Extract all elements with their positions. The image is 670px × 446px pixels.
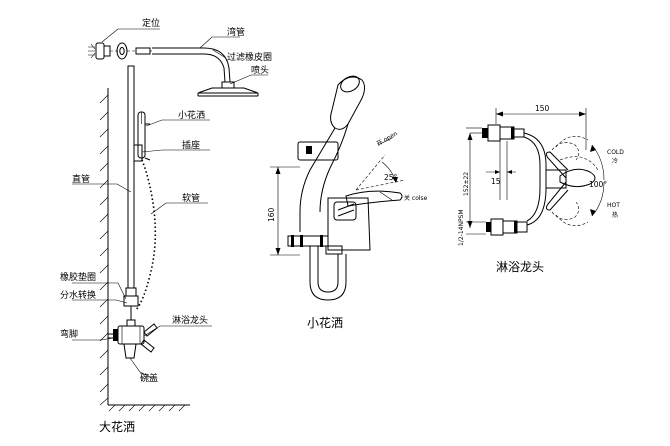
riser-pipe <box>125 65 137 297</box>
label-hose: 软管 <box>182 192 200 204</box>
label-angle-25: 25° <box>384 173 398 182</box>
dim-spacing: 152±22 <box>463 172 470 196</box>
leader-lines <box>72 28 268 379</box>
big-shower-diagram: 定位 湾管 过滤橡皮圈 喷头 小花洒 插座 直管 软管 橡胶垫圈 分水转换 弯脚… <box>60 17 272 434</box>
hose <box>135 159 157 311</box>
spacing-dimension: 152±22 1/2-14NPSM <box>458 133 473 246</box>
label-open: 开 open <box>376 130 399 148</box>
slide-socket <box>133 144 143 162</box>
label-socket: 插座 <box>182 139 200 151</box>
label-cold-en: COLD <box>607 149 624 156</box>
inlet-nuts <box>287 235 343 255</box>
handset-body <box>299 123 349 232</box>
wall-holder <box>297 141 339 161</box>
rotation-arrows: 100° <box>589 144 607 217</box>
handset-head <box>330 75 366 130</box>
curved-pipe <box>152 47 231 83</box>
offset-dimension: 15 <box>486 141 516 200</box>
cross-handle <box>545 135 599 227</box>
mixer-body <box>327 197 371 251</box>
height-dimension: 160 <box>267 166 300 256</box>
label-diverter: 分水转换 <box>60 289 96 301</box>
label-angle-100: 100° <box>589 180 607 189</box>
shower-faucet <box>113 323 158 353</box>
hand-shower-diagram: 160 开 open 25° 关 colse 小花洒 <box>267 75 428 330</box>
floor <box>108 404 190 412</box>
label-bent-foot: 弯脚 <box>60 328 78 340</box>
label-hand-shower: 小花洒 <box>178 109 205 121</box>
diverter <box>123 295 139 327</box>
label-positioning: 定位 <box>142 17 160 29</box>
label-rubber-gasket: 橡胶垫圈 <box>60 271 96 283</box>
lever-handle <box>345 190 403 207</box>
label-spray-head: 喷头 <box>251 65 269 76</box>
label-close: 关 colse <box>404 194 428 202</box>
caption-hand-shower: 小花洒 <box>307 315 343 330</box>
label-thread: 1/2-14NPSM <box>458 209 465 246</box>
bottom-inlet <box>466 218 528 236</box>
top-inlet <box>466 124 525 142</box>
label-hot-en: HOT <box>607 202 620 209</box>
wall <box>99 88 109 406</box>
label-filter-rubber-ring: 过滤橡皮圈 <box>227 51 272 63</box>
label-cover-plate: 碗盖 <box>140 372 158 384</box>
label-curved-pipe: 湾管 <box>227 26 245 38</box>
bent-foot <box>108 333 113 339</box>
label-hot-cn: 热 <box>612 211 618 219</box>
wall-bracket <box>88 42 152 60</box>
label-shower-faucet: 淋浴龙头 <box>172 314 208 326</box>
shower-faucet-diagram: 150 152±22 1/2-14NPSM <box>458 104 624 274</box>
u-loop <box>309 246 347 301</box>
mixer-housing <box>523 132 567 226</box>
label-cold-cn: 冷 <box>612 157 618 165</box>
dim-offset: 15 <box>491 177 501 186</box>
width-dimension: 150 <box>495 104 587 150</box>
caption-big-shower: 大花洒 <box>99 419 135 434</box>
hand-shower <box>137 111 151 161</box>
label-straight-pipe: 直管 <box>72 173 90 185</box>
cover-plate <box>123 343 137 359</box>
dim-width: 150 <box>535 104 550 113</box>
caption-shower-faucet: 淋浴龙头 <box>496 260 544 274</box>
dim-height: 160 <box>267 207 276 222</box>
rain-shower-head <box>197 81 259 97</box>
